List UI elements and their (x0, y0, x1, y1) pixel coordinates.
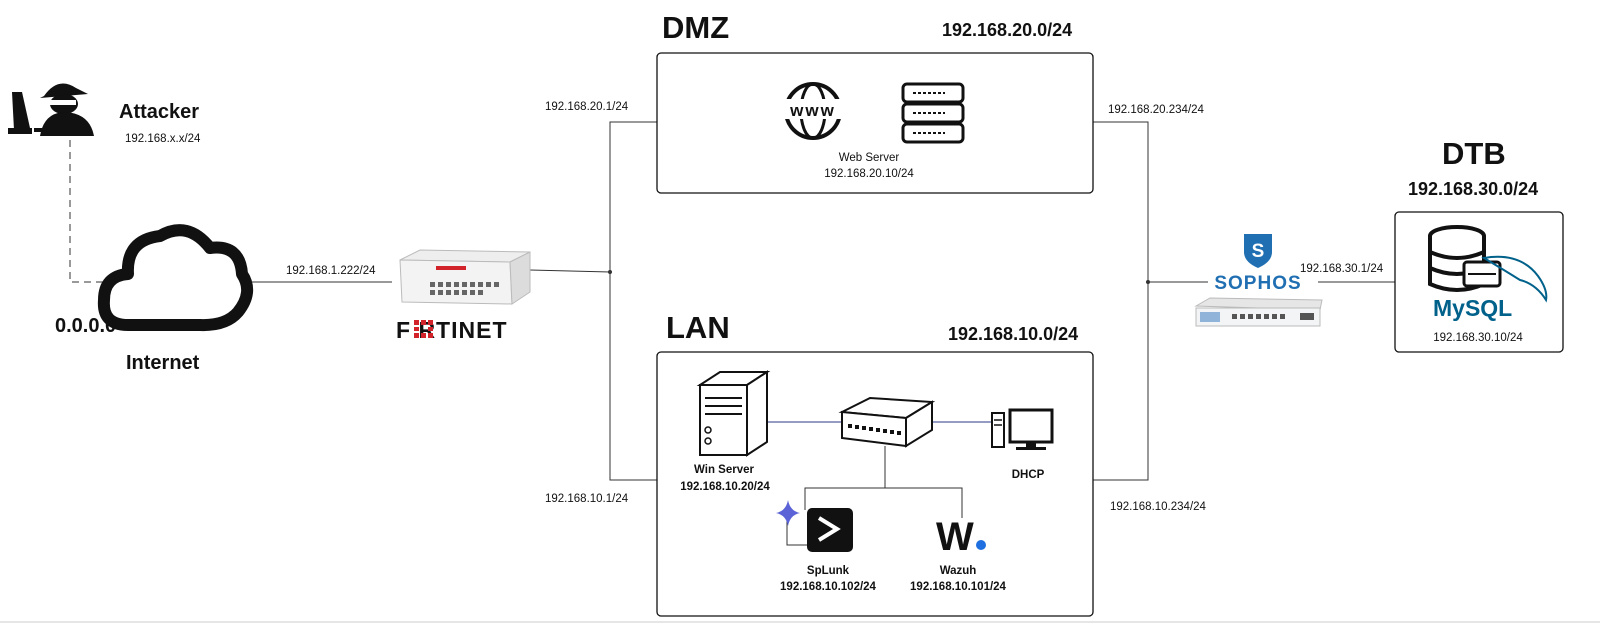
wazuh-node[interactable]: W Wazuh 192.168.10.101/24 (910, 515, 1007, 593)
mysql-node[interactable]: MySQL 192.168.30.10/24 (1428, 225, 1548, 344)
dmz-subnet: 192.168.20.0/24 (942, 20, 1072, 40)
dmz-right-gateway-ip: 192.168.20.234/24 (1108, 104, 1205, 116)
cloud-icon (97, 224, 254, 332)
wazuh-label: Wazuh (940, 565, 977, 577)
connection-lines (69, 121, 1395, 481)
attacker-label: Attacker (119, 101, 199, 123)
dtb-title: DTB (1442, 136, 1506, 171)
mysql-dolphin-icon (1481, 255, 1548, 303)
network-switch-icon (838, 396, 936, 448)
dtb-zone: DTB 192.168.30.0/24 MySQL 192.168.30.10/… (1394, 136, 1564, 353)
dtb-subnet: 192.168.30.0/24 (1408, 179, 1538, 199)
web-server-ip: 192.168.20.10/24 (824, 168, 914, 180)
win-server-ip: 192.168.10.20/24 (680, 481, 770, 493)
switch-node[interactable] (838, 396, 936, 448)
globe-text: www (789, 101, 836, 120)
left-bus (609, 121, 657, 481)
sparkle-icon (776, 500, 800, 526)
firewall-appliance-icon (399, 249, 531, 305)
globe-icon: www (781, 82, 845, 140)
lan-title: LAN (666, 310, 730, 345)
lan-wires (765, 421, 992, 546)
dmz-title: DMZ (662, 10, 729, 45)
splunk-label: SpLunk (807, 565, 850, 577)
right-bus (1093, 121, 1149, 481)
attacker-ip: 192.168.x.x/24 (125, 133, 201, 145)
attacker-link (69, 140, 112, 283)
lan-zone: LAN 192.168.10.0/24 Win Server (656, 310, 1094, 617)
hacker-icon (8, 83, 94, 136)
server-rack-icon (901, 82, 965, 144)
dhcp-label: DHCP (1012, 469, 1045, 481)
wazuh-logo-text: W (936, 515, 974, 559)
splunk-node[interactable]: SpLunk 192.168.10.102/24 (776, 500, 877, 593)
fortinet-wordmark: F RTINET (396, 317, 508, 343)
sophos-shield-letter: S (1252, 241, 1265, 262)
lan-left-gateway-ip: 192.168.10.1/24 (545, 493, 629, 505)
attacker-node[interactable]: Attacker 192.168.x.x/24 (8, 83, 201, 146)
dmz-left-gateway-ip: 192.168.20.1/24 (545, 101, 629, 113)
fortinet-firewall[interactable]: F RTINET (396, 249, 531, 343)
dhcp-node[interactable]: DHCP (991, 408, 1054, 481)
server-tower-icon (696, 370, 771, 457)
web-server-node[interactable]: www Web Server 192.168.20.10/24 (781, 82, 965, 180)
sophos-wordmark: SOPHOS (1214, 273, 1301, 294)
sophos-shield-icon: S (1244, 234, 1272, 268)
wazuh-ip: 192.168.10.101/24 (910, 581, 1007, 593)
dmz-zone: DMZ 192.168.20.0/24 www Web Server 192.1… (656, 10, 1094, 194)
internet-ip: 0.0.0.0 (55, 315, 116, 337)
lan-right-gateway-ip: 192.168.10.234/24 (1110, 501, 1207, 513)
fortinet-logo: F RTINET (396, 317, 508, 343)
fortinet-bus-link (529, 269, 611, 273)
win-server-node[interactable]: Win Server 192.168.10.20/24 (680, 370, 771, 493)
internet-node[interactable]: 0.0.0.0 Internet 192.168.1.222/24 (55, 224, 376, 374)
splunk-ip: 192.168.10.102/24 (780, 581, 877, 593)
database-icon (1428, 225, 1502, 292)
wazuh-logo-icon: W (936, 515, 986, 559)
win-server-label: Win Server (694, 464, 755, 476)
lan-subnet: 192.168.10.0/24 (948, 324, 1078, 344)
sophos-appliance-icon (1194, 297, 1323, 327)
sophos-firewall[interactable]: S SOPHOS (1194, 234, 1323, 327)
dtb-gateway-ip: 192.168.30.1/24 (1300, 263, 1384, 275)
desktop-computer-icon (991, 408, 1054, 450)
mysql-wordmark: MySQL (1433, 295, 1512, 321)
mysql-ip: 192.168.30.10/24 (1433, 332, 1523, 344)
splunk-logo-icon (807, 508, 853, 552)
web-server-label: Web Server (839, 152, 900, 164)
internet-label: Internet (126, 352, 200, 374)
dmz-box (656, 52, 1094, 194)
fortinet-wan-ip: 192.168.1.222/24 (286, 265, 376, 277)
